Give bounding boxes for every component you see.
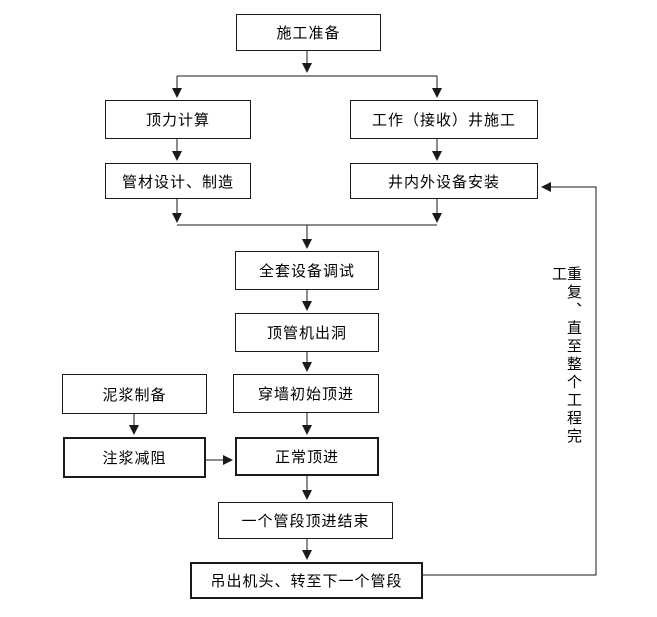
flow-node-full-equipment-commissioning: 全套设备调试 <box>235 251 379 290</box>
flow-node-working-receiving-well-construction: 工作（接收）井施工 <box>350 100 538 139</box>
flow-node-well-equipment-installation: 井内外设备安装 <box>350 163 538 199</box>
flow-node-initial-wall-jacking: 穿墙初始顶进 <box>233 374 379 413</box>
flow-node-jacking-force-calculation: 顶力计算 <box>105 100 251 139</box>
flow-node-pipe-design-manufacture: 管材设计、制造 <box>105 163 251 199</box>
connector-feedback-loop <box>423 182 597 576</box>
repeat-annotation: 重复、直至整个工程完工 <box>550 266 582 446</box>
flow-node-mud-preparation: 泥浆制备 <box>62 374 207 414</box>
flow-node-grouting-friction-reduction: 注浆减阻 <box>63 437 206 478</box>
flow-node-pipe-section-jacking-finished: 一个管段顶进结束 <box>218 502 393 539</box>
flow-node-jacking-machine-exit: 顶管机出洞 <box>235 313 379 352</box>
flow-node-lift-machine-head-next-section: 吊出机头、转至下一个管段 <box>190 562 423 599</box>
flow-node-normal-jacking: 正常顶进 <box>235 437 379 476</box>
flow-node-construction-preparation: 施工准备 <box>236 14 381 51</box>
